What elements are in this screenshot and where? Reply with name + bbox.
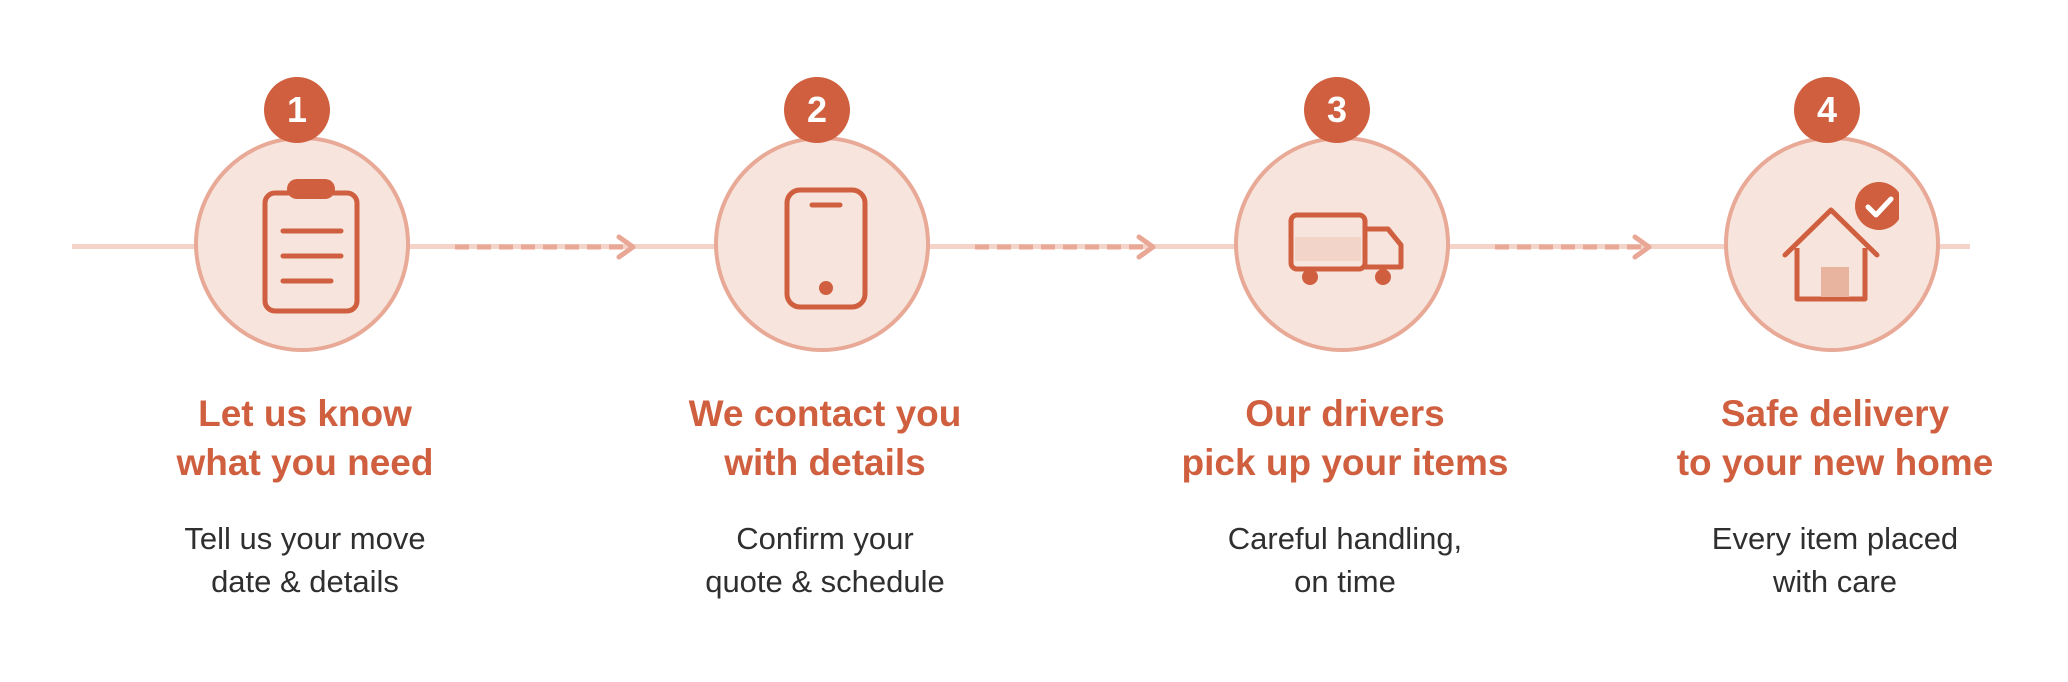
- step-title-line: Our drivers: [1245, 393, 1445, 434]
- truck-icon: [1288, 212, 1404, 285]
- step-description-line: Every item placed: [1711, 521, 1959, 556]
- step-number-badge: 4: [1794, 77, 1860, 143]
- step-title-line: pick up your items: [1181, 442, 1509, 483]
- step-description-line: Tell us your move: [184, 521, 426, 556]
- step-description-line: date & details: [211, 564, 399, 599]
- step-description: Every item placed with care: [1625, 517, 2045, 603]
- step-description-line: quote & schedule: [705, 564, 945, 599]
- step-number-badge: 1: [264, 77, 330, 143]
- step-title: Our drivers pick up your items: [1135, 389, 1555, 487]
- step-description-line: with care: [1772, 564, 1898, 599]
- house-check-icon: [1782, 182, 1899, 302]
- step-4: 4 Safe delivery to your new home Every i…: [1625, 0, 2045, 682]
- step-description-line: Careful handling,: [1227, 521, 1463, 556]
- step-4-circle: [1724, 136, 1940, 352]
- step-description-line: Confirm your: [736, 521, 914, 556]
- step-description: Confirm your quote & schedule: [615, 517, 1035, 603]
- step-title: Let us know what you need: [95, 389, 515, 487]
- step-title-line: Let us know: [198, 393, 412, 434]
- step-1: 1 Let us know what you need Tell us your…: [95, 0, 515, 682]
- dashed-arrow-connector-3: [1495, 234, 1652, 260]
- step-title-line: to your new home: [1676, 442, 1994, 483]
- dashed-arrow-connector-1: [455, 234, 636, 260]
- step-title-line: what you need: [176, 442, 434, 483]
- step-3: 3 Our drivers pick up your items Careful…: [1135, 0, 1555, 682]
- clipboard-icon: [262, 179, 360, 314]
- step-description-line: on time: [1294, 564, 1396, 599]
- step-number-badge: 3: [1304, 77, 1370, 143]
- step-title: We contact you with details: [615, 389, 1035, 487]
- step-2-circle: [714, 136, 930, 352]
- step-description: Careful handling, on time: [1135, 517, 1555, 603]
- step-title-line: with details: [724, 442, 926, 483]
- step-title-line: Safe delivery: [1720, 393, 1950, 434]
- smartphone-icon: [784, 187, 868, 310]
- step-description: Tell us your move date & details: [95, 517, 515, 603]
- step-number-badge: 2: [784, 77, 850, 143]
- step-title-line: We contact you: [688, 393, 962, 434]
- step-2: 2 We contact you with details Confirm yo…: [615, 0, 1035, 682]
- dashed-arrow-connector-2: [975, 234, 1156, 260]
- step-title: Safe delivery to your new home: [1625, 389, 2045, 487]
